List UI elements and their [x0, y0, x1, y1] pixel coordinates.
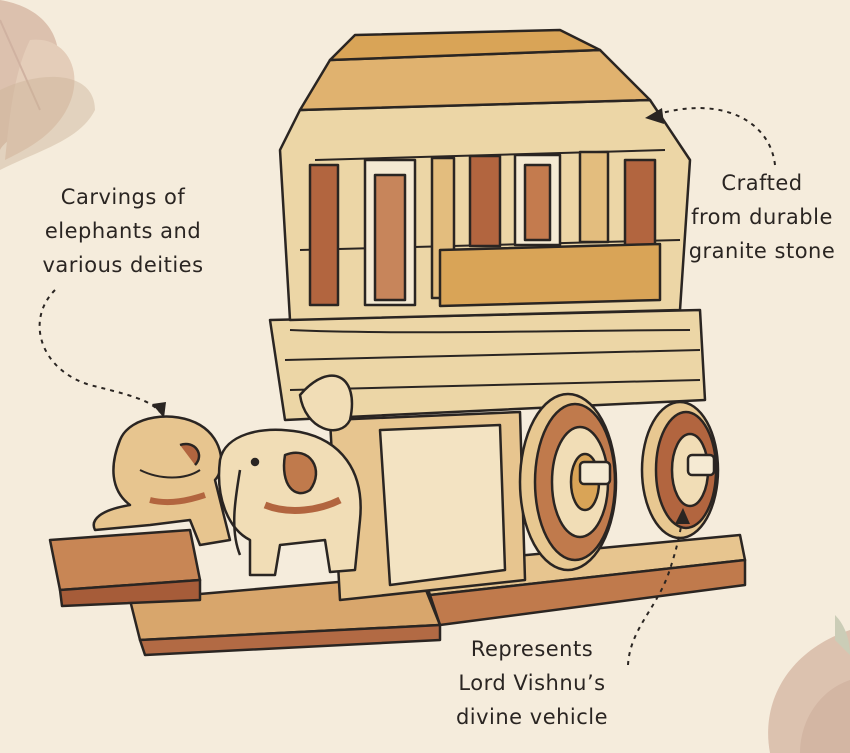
temple-tower: [278, 28, 692, 322]
leaf-decoration-top-left: [0, 0, 75, 160]
chariot-body: [268, 308, 707, 602]
annotation-material-line-2: from durable: [691, 205, 833, 229]
leaf-decoration-left: [0, 76, 95, 170]
annotation-meaning-line-3: divine vehicle: [455, 705, 609, 729]
annotation-meaning-line-1: Represents: [470, 637, 594, 661]
annotation-carvings-line-1: Carvings of: [60, 185, 186, 209]
chariot-wheel-rear: [640, 400, 720, 540]
leaf-decoration-bottom-right: [768, 615, 850, 753]
annotation-material-line-1: Crafted: [721, 171, 803, 195]
annotation-material: Crafted from durable granite stone: [676, 166, 848, 268]
arrowhead-meaning: [675, 508, 690, 524]
annotation-carvings-line-3: various deities: [42, 253, 204, 277]
arrowhead-carvings: [152, 402, 166, 418]
arrow-meaning: [627, 519, 683, 666]
arrow-carvings: [38, 289, 161, 413]
elephant-carving-left: [92, 415, 232, 547]
annotation-material-line-3: granite stone: [688, 239, 836, 263]
elephant-carving-right: [217, 428, 362, 577]
annotation-carvings-line-2: elephants and: [44, 219, 202, 243]
annotation-carvings: Carvings of elephants and various deitie…: [18, 180, 228, 282]
chariot-wheel-front: [518, 392, 618, 572]
arrow-material: [654, 107, 776, 166]
annotation-meaning: Represents Lord Vishnu’s divine vehicle: [432, 632, 632, 734]
annotation-meaning-line-2: Lord Vishnu’s: [458, 671, 606, 695]
arrowhead-material: [645, 108, 664, 124]
